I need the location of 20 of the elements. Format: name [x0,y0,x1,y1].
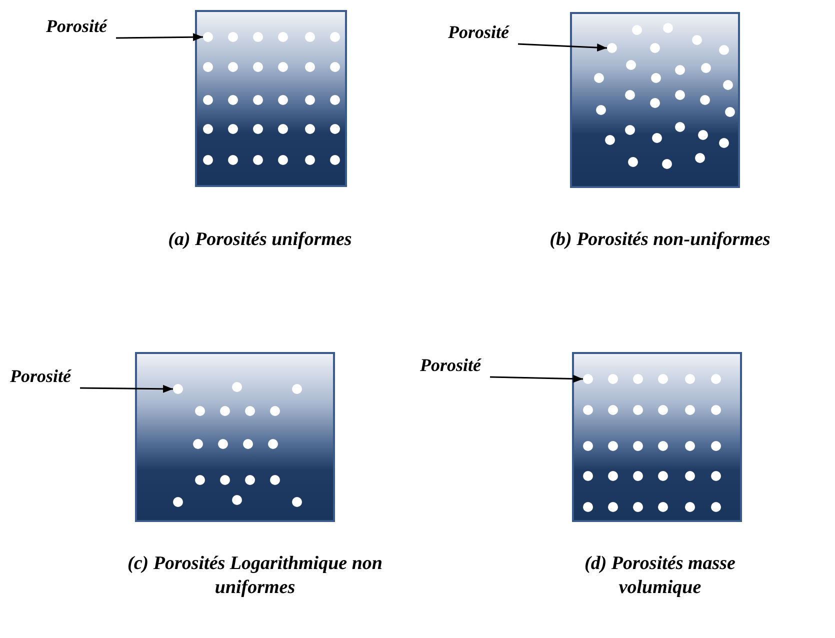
leader-arrow [490,374,584,383]
pore-label: Porosité [448,22,509,42]
leader-arrow [116,33,203,42]
pore-label: Porosité [420,355,481,375]
porous-material-block [135,352,335,522]
figure-caption: (d) Porosités masse volumique [584,552,736,600]
pore-dot [173,384,183,394]
pore-dot [607,43,617,53]
pore-dot [583,374,593,384]
porous-material-block [195,10,347,187]
porous-material-block [570,12,740,188]
pore-label: Porosité [10,366,71,386]
porous-material-block [572,352,742,522]
figure-caption: (a) Porosités uniformes [167,228,353,252]
figure-caption: (c) Porosités Logarithmique non uniformes [126,552,384,600]
pore-dot [203,32,213,42]
pore-label: Porosité [46,16,107,36]
leader-arrow [518,43,608,52]
leader-arrow [80,384,173,393]
figure-caption: (b) Porosités non-uniformes [548,228,772,252]
